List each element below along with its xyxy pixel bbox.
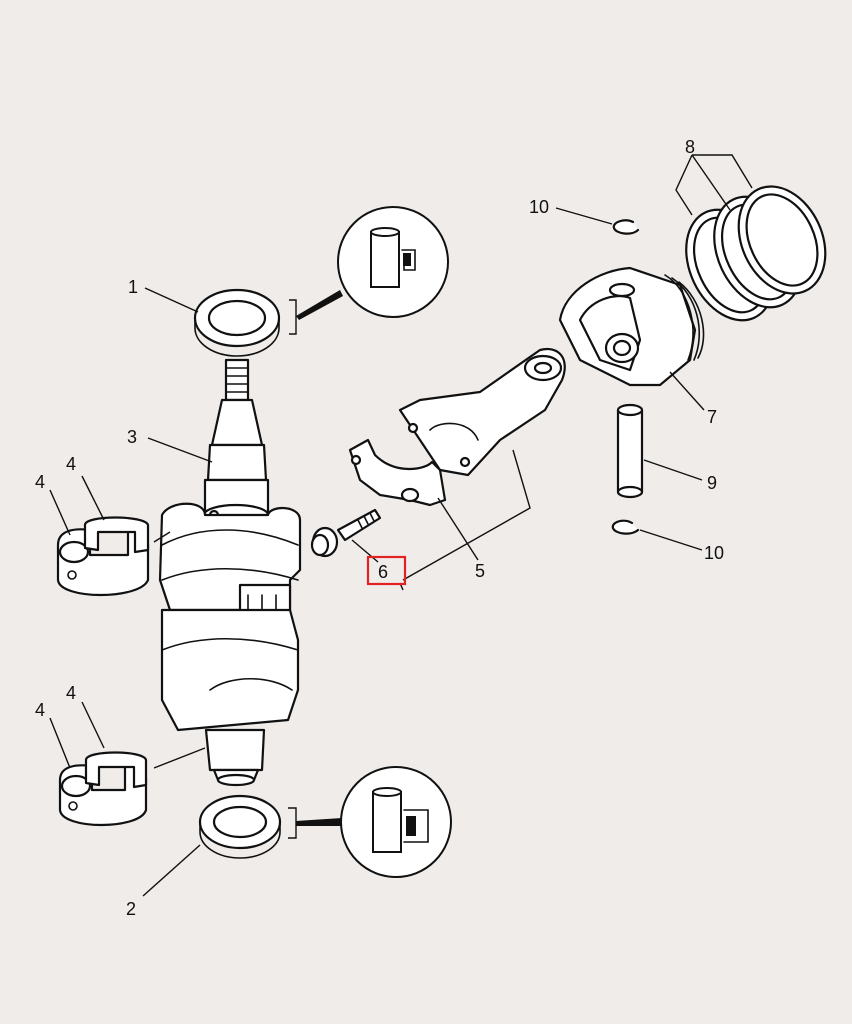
highlight-box-6 — [366, 555, 407, 586]
callout-4-d: 4 — [66, 683, 76, 703]
connecting-rod[interactable] — [348, 347, 566, 507]
piston[interactable] — [558, 266, 705, 387]
callout-5: 5 — [475, 561, 485, 581]
callout-1: 1 — [128, 277, 138, 297]
main-bearing-bottom[interactable] — [58, 751, 148, 826]
crankshaft[interactable] — [158, 358, 302, 787]
main-bearing-top[interactable] — [56, 516, 150, 597]
piston-pin[interactable] — [616, 403, 644, 499]
callout-4-a: 4 — [35, 472, 45, 492]
callout-10-b: 10 — [704, 543, 724, 563]
oil-seal-bottom[interactable] — [198, 794, 282, 859]
piston-pin-clip-top[interactable] — [612, 219, 640, 235]
leader-lines — [49, 154, 753, 897]
callout-2: 2 — [126, 899, 136, 919]
piston-rings[interactable] — [669, 172, 842, 334]
connecting-rod-bolt[interactable] — [310, 508, 382, 558]
piston-pin-clip-bottom[interactable] — [611, 519, 640, 535]
callout-6[interactable]: 6 — [378, 562, 388, 582]
callout-4-b: 4 — [66, 454, 76, 474]
seal-detail-top — [337, 206, 449, 318]
callout-3: 3 — [127, 427, 137, 447]
callout-8: 8 — [685, 137, 695, 157]
callout-10-a: 10 — [529, 197, 549, 217]
callout-4-c: 4 — [35, 700, 45, 720]
callout-9: 9 — [707, 473, 717, 493]
seal-detail-bottom — [340, 766, 452, 878]
callout-7: 7 — [707, 407, 717, 427]
oil-seal-top[interactable] — [193, 288, 281, 357]
